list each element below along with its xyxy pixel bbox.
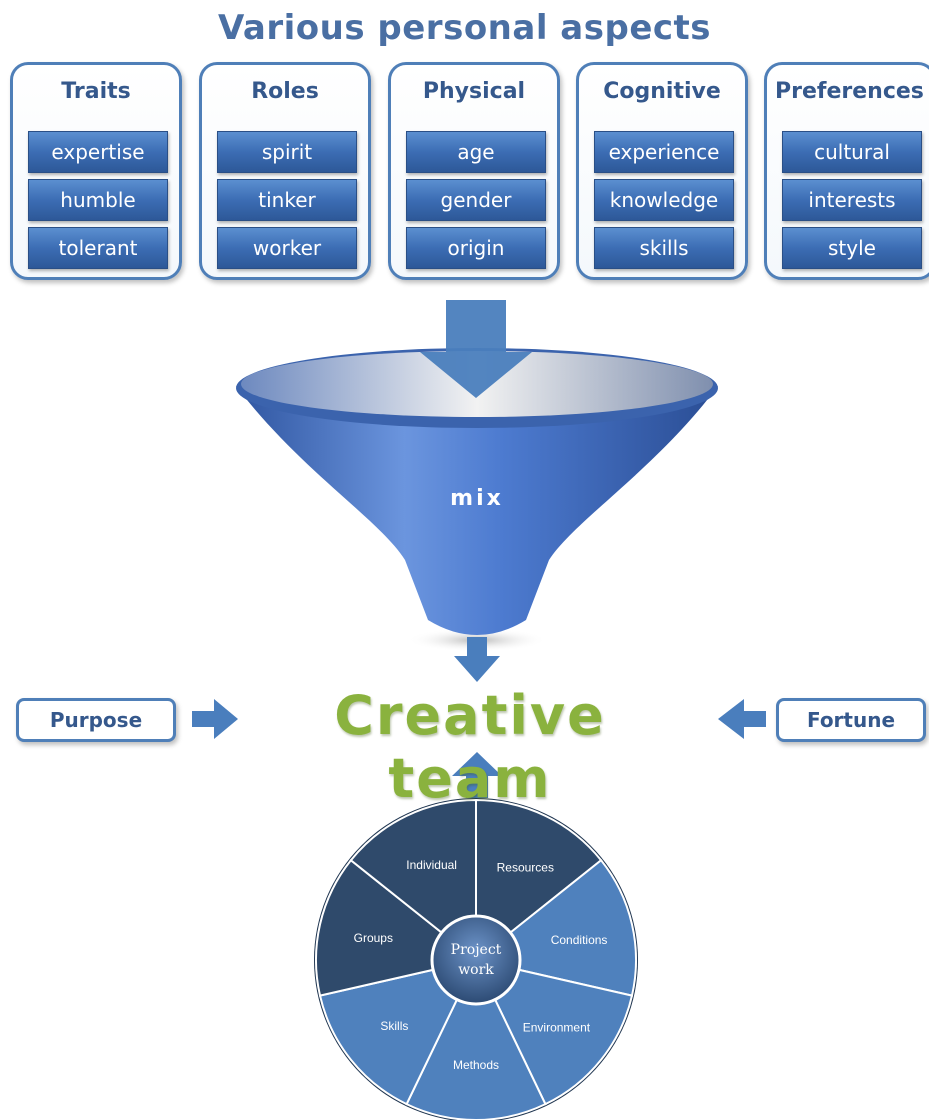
wheel-segment xyxy=(405,957,547,1120)
wheel-segment-label: Resources xyxy=(497,860,554,874)
diagram-title: Various personal aspects xyxy=(217,8,712,48)
wheel-center-label: work xyxy=(458,962,494,978)
wheel-segment xyxy=(475,798,603,963)
aspect-chip: interests xyxy=(782,179,922,221)
aspect-chip: skills xyxy=(594,227,734,269)
category-roles: Roles spirit tinker worker xyxy=(199,62,371,280)
category-title: Traits xyxy=(61,79,131,104)
purpose-box: Purpose xyxy=(16,698,176,742)
aspect-chip: spirit xyxy=(217,131,357,173)
category-title: Cognitive xyxy=(603,79,721,104)
category-traits: Traits expertise humble tolerant xyxy=(10,62,182,280)
aspect-chip: experience xyxy=(594,131,734,173)
category-title: Roles xyxy=(251,79,319,104)
down-arrow-icon xyxy=(420,300,532,398)
wheel-hub xyxy=(430,914,522,1006)
right-arrow-icon xyxy=(192,699,238,739)
wheel-segment-label: Individual xyxy=(406,858,457,872)
wheel-segment-label: Skills xyxy=(380,1019,408,1033)
wheel-segment xyxy=(318,958,478,1106)
aspect-chip: tinker xyxy=(217,179,357,221)
aspect-chip: cultural xyxy=(782,131,922,173)
wheel-segment-label: Conditions xyxy=(551,933,608,947)
funnel-label: mix xyxy=(450,486,504,511)
aspect-chip: tolerant xyxy=(28,227,168,269)
wheel-segment xyxy=(474,958,634,1106)
down-arrow-icon xyxy=(454,637,500,682)
category-title: Physical xyxy=(422,79,526,104)
project-work-wheel: Individual ResourcesConditionsEnvironment… xyxy=(314,798,638,1120)
left-arrow-icon xyxy=(718,699,766,739)
aspect-chip: worker xyxy=(217,227,357,269)
aspect-chip: age xyxy=(406,131,546,173)
aspect-chip: gender xyxy=(406,179,546,221)
aspect-chip: expertise xyxy=(28,131,168,173)
category-preferences: Preferences cultural interests style xyxy=(764,62,929,280)
wheel-segment-label: Groups xyxy=(354,931,393,945)
wheel-center-label: Project xyxy=(451,942,502,958)
creative-team-title: Creative team xyxy=(334,684,606,810)
aspect-chip: style xyxy=(782,227,922,269)
wheel-segment xyxy=(349,798,477,963)
category-physical: Physical age gender origin xyxy=(388,62,560,280)
aspect-chip: humble xyxy=(28,179,168,221)
aspect-chip: knowledge xyxy=(594,179,734,221)
category-title: Preferences xyxy=(775,79,924,104)
up-arrow-icon xyxy=(452,752,502,798)
aspect-chip: origin xyxy=(406,227,546,269)
wheel-segment-label: Methods xyxy=(453,1058,499,1072)
wheel-segment-label: Environment xyxy=(523,1020,591,1034)
category-cognitive: Cognitive experience knowledge skills xyxy=(576,62,748,280)
fortune-box: Fortune xyxy=(776,698,926,742)
